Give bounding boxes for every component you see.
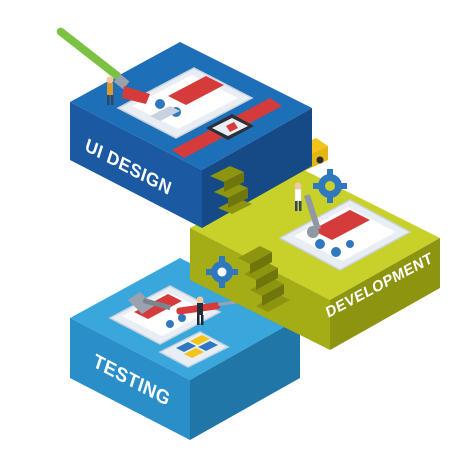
testing-block-side: [190, 318, 300, 440]
staircase-icon: [210, 166, 252, 214]
person-icon: [294, 182, 302, 211]
gear-icon: [313, 169, 347, 203]
tablet-icon: [278, 199, 412, 271]
person-icon: [196, 296, 204, 325]
smartphone-icon: [158, 331, 230, 368]
development-block-side: [330, 238, 440, 350]
ui-design-block-front: [70, 102, 202, 228]
staircase-icon: [238, 246, 290, 312]
person-icon: [106, 76, 114, 105]
paintbrush-icon: [56, 27, 150, 104]
wrench-icon: [304, 194, 321, 238]
tablet-icon: [108, 285, 222, 345]
hammer-icon: [128, 292, 172, 314]
gear-icon: [206, 256, 238, 288]
testing-block-front: [70, 318, 190, 440]
smartwatch-icon: [172, 98, 282, 158]
tablet-icon: [116, 67, 254, 139]
